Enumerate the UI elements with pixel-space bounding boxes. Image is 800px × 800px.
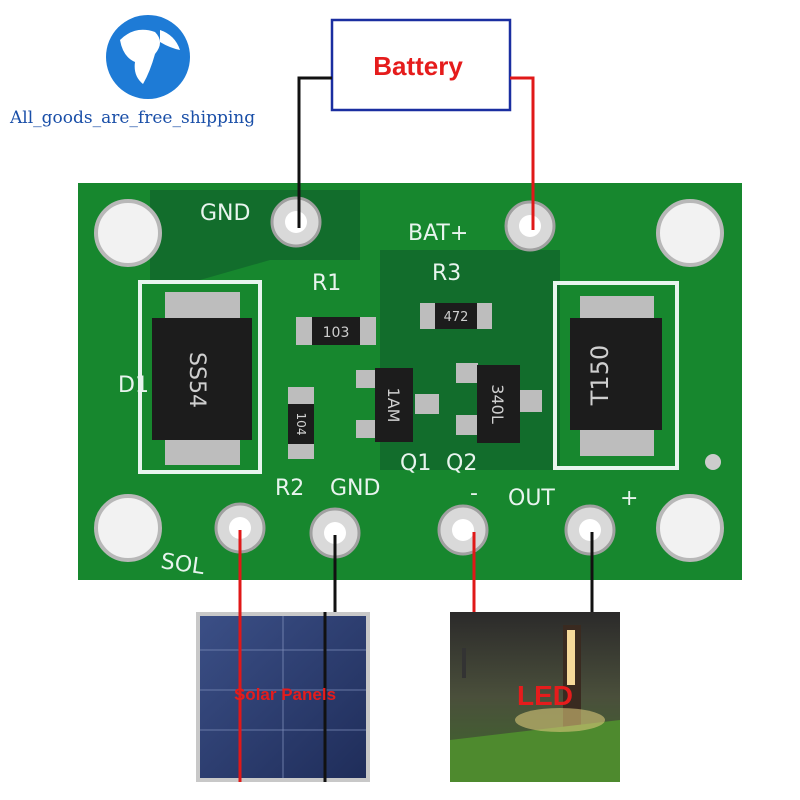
inductor-marking: T150 <box>586 345 614 406</box>
led-lamp-image <box>450 612 620 782</box>
logo-caption: All_goods_are_free_shipping <box>9 108 255 128</box>
q1-marking: 1AM <box>384 388 403 423</box>
wires <box>238 76 594 612</box>
diode-d1 <box>152 318 252 440</box>
resistor-r2 <box>288 404 314 444</box>
led-label: LED <box>517 680 573 711</box>
globe-icon <box>106 15 190 99</box>
label-gnd-bottom: GND <box>330 476 380 501</box>
label-sol: SOL <box>159 549 206 580</box>
r3-marking: 472 <box>444 310 469 325</box>
r2-ref: R2 <box>275 476 304 501</box>
r2-marking: 104 <box>294 413 308 436</box>
r3-ref: R3 <box>432 261 461 286</box>
battery-label: Battery <box>373 51 463 81</box>
solar-panel-image <box>196 612 370 782</box>
transistor-q2 <box>477 365 520 443</box>
label-plus: + <box>620 486 638 511</box>
inductor <box>570 318 662 430</box>
mounting-holes <box>94 199 724 562</box>
solar-label: Solar Panels <box>234 685 336 704</box>
resistor-r1 <box>312 317 360 345</box>
label-gnd-top: GND <box>200 201 250 226</box>
battery-box <box>330 18 512 112</box>
r1-marking: 103 <box>323 325 350 341</box>
q2-marking: 340L <box>488 384 507 424</box>
label-out: OUT <box>508 486 555 511</box>
d1-ref: D1 <box>118 373 149 398</box>
resistor-r3 <box>435 303 477 329</box>
transistor-q1 <box>375 368 413 442</box>
q2-ref: Q2 <box>446 451 477 476</box>
label-minus: - <box>470 481 478 506</box>
q1-ref: Q1 <box>400 451 431 476</box>
r1-ref: R1 <box>312 271 341 296</box>
label-bat-plus: BAT+ <box>408 221 468 246</box>
d1-marking: SS54 <box>184 352 209 408</box>
